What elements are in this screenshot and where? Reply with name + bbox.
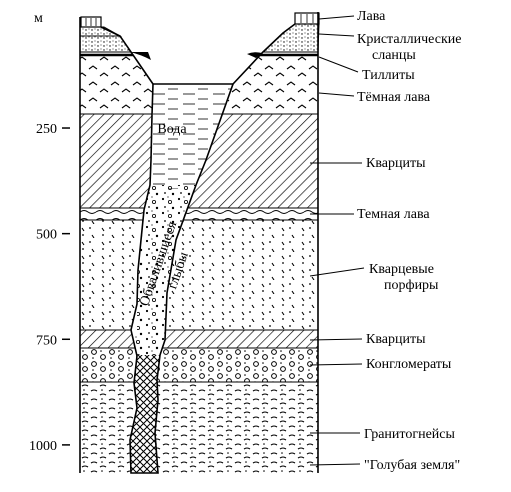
crystalline-schists-right [261,23,320,53]
water-label: Вода [157,122,187,137]
leader-line-conglomerates [309,363,363,366]
leader-line-lava [318,15,355,20]
stratum-granite-gneiss [80,382,318,473]
layer-label-granite-gneiss: Гранитогнейсы [364,427,455,442]
layer-label-quartzites-upper: Кварциты [366,156,426,171]
leader-line-dark-lava-upper [318,92,355,97]
layer-label-quartz-porphyry: порфиры [384,278,439,293]
surface-lava-caps [79,12,320,60]
layer-label-tillites: Тиллиты [362,68,415,83]
layer-label-dark-lava-upper: Тёмная лава [357,90,431,105]
axis-tick-label: 250 [36,122,57,137]
stratum-quartzites-lower [80,330,318,348]
stratum-quartz-porphyry [80,220,318,330]
axis-tick-label: 1000 [29,439,57,454]
layer-label-crystalline-schists: Кристаллические [357,32,461,47]
layer-label-quartz-porphyry: Кварцевые [369,262,434,277]
layer-label-conglomerates: Конгломераты [366,357,452,372]
leader-line-blue-ground [309,463,361,466]
crystalline-schists-left [79,26,122,37]
layer-label-crystalline-schists: сланцы [372,48,416,63]
axis-tick-label: 750 [36,333,57,348]
tillites-blobs [130,52,262,60]
stratum-conglomerates [80,348,318,382]
layer-label-dark-lava-lower: Темная лава [357,207,430,222]
layer-label-quartzites-lower: Кварциты [366,332,426,347]
layer-label-lava: Лава [357,9,386,24]
stratum-dark-lava-lower [80,208,318,220]
axis-unit: м [34,11,43,26]
layer-label-blue-ground: "Голубая земля" [364,458,460,473]
outline-frame [79,12,319,473]
depth-axis: м 250 500 750 1000 [29,11,70,454]
leader-line-tillites [318,56,359,73]
axis-tick-label: 500 [36,228,57,243]
leader-line-quartz-porphyry [309,267,365,277]
leader-line-quartzites-lower [309,338,363,341]
leader-line-crystalline-schists [318,33,355,37]
